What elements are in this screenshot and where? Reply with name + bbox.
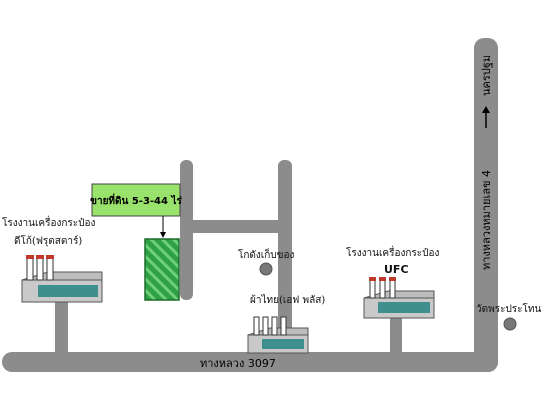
road-center-vertical [278,160,292,362]
sale-pointer-arrowhead [160,232,166,238]
factory-right [363,277,435,319]
factory-right-label-line2: UFC [384,263,409,276]
factory-left-label-line1: โรงงานเครื่องกระป๋อง [2,215,95,229]
main-road-label: ทางหลวง 3097 [200,357,276,370]
road-to-ufc [390,315,402,362]
direction-label: นครปฐม [480,55,493,96]
temple-label: วัดพระประโทน [476,302,541,315]
main-road-3097 [2,352,498,372]
road-to-left-factory [55,300,68,362]
direction-arrow-icon [482,106,490,128]
highway-4 [474,38,498,372]
factory-right-label-line1: โรงงานเครื่องกระป๋อง [346,245,439,259]
factory-center [247,316,309,354]
sale-plot-group: ขายที่ดิน 5-3-44 ไร่ [90,183,182,301]
factory-left [21,255,103,303]
warehouse-marker [259,262,273,276]
sale-label: ขายที่ดิน 5-3-44 ไร่ [90,193,182,207]
temple-marker [503,317,517,331]
sale-plot-area [144,238,180,301]
factory-center-label: ผ้าไทย(เอฟ พลัส) [250,294,325,306]
factory-left-label-line2: ดีโก้(ฟรุตสตาร์) [14,234,82,247]
sale-label-box [91,183,181,217]
road-network [2,38,498,372]
warehouse-label: โกดังเก็บของ [238,247,294,261]
road-horizontal-branch [180,220,292,233]
highway-label: ทางหลวงหมายเลข 4 [480,170,493,270]
